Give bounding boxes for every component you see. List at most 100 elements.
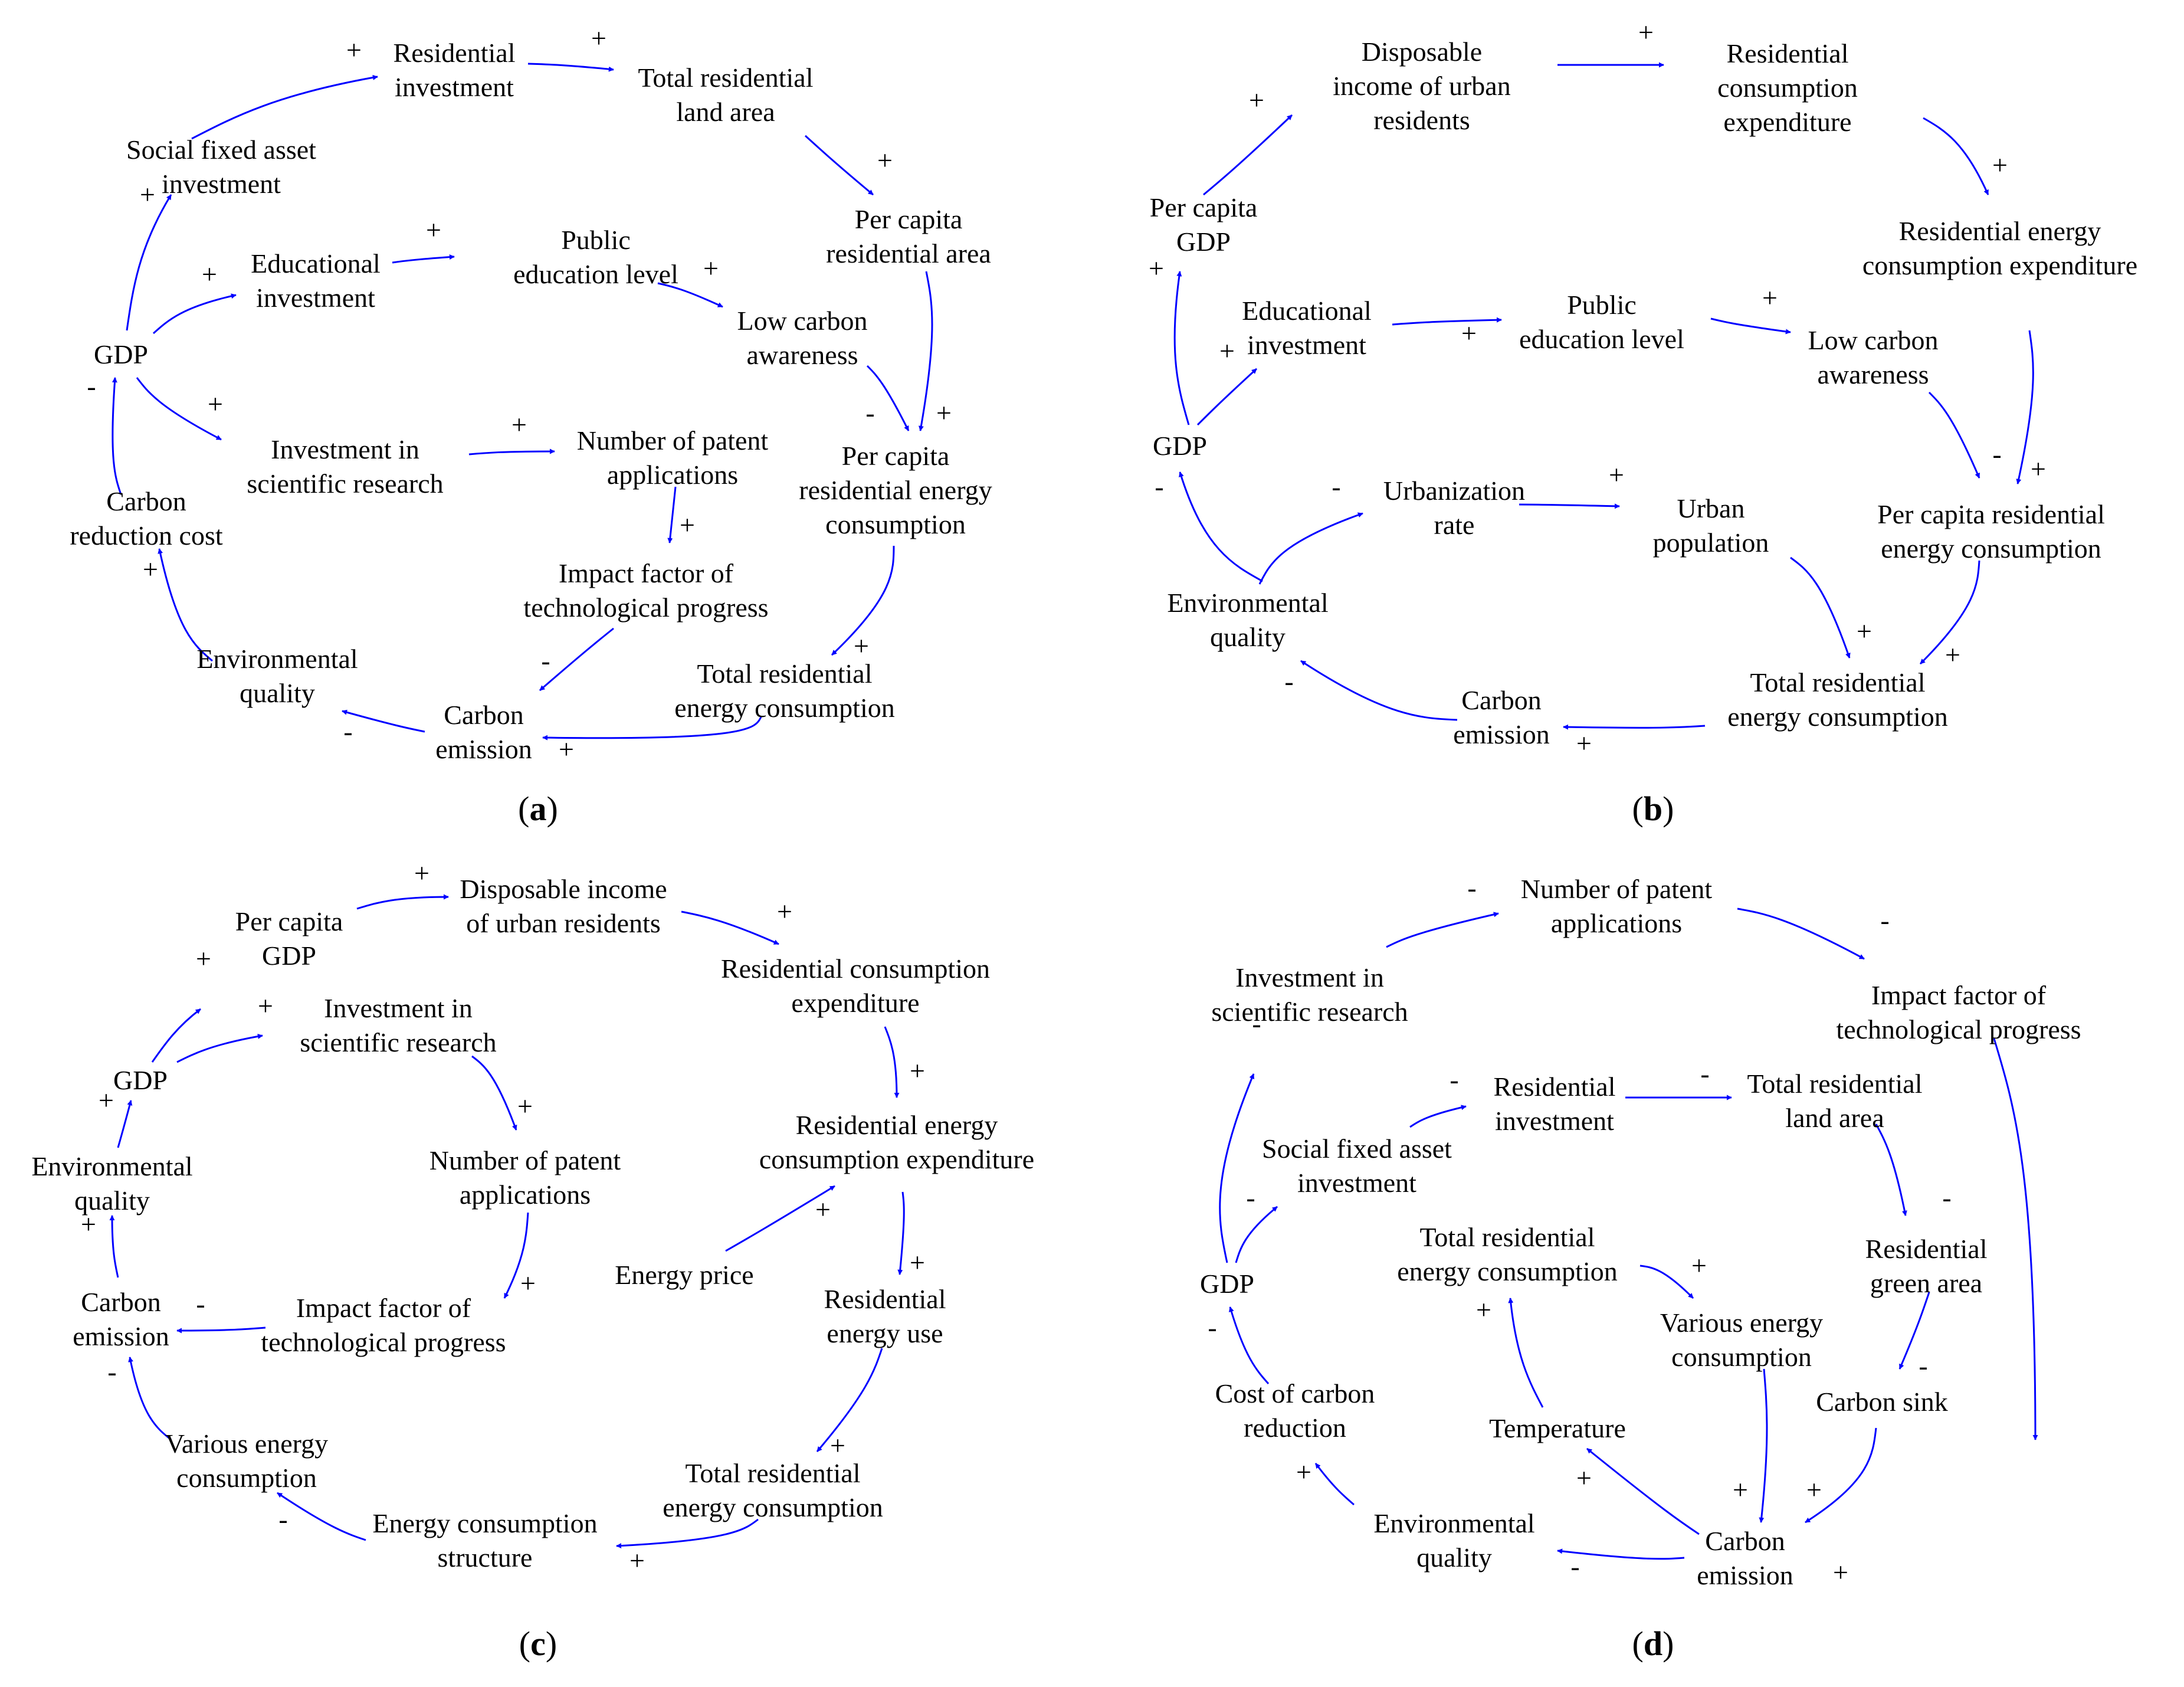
node-a-sfa-line: investment bbox=[162, 169, 281, 199]
polarity-sign-b-ur-to-up: + bbox=[1609, 460, 1624, 490]
edge-a-trec-to-ce bbox=[542, 716, 762, 741]
polarity-sign-a-resinv-to-trla: + bbox=[591, 23, 606, 53]
node-c-eq-line: quality bbox=[74, 1185, 150, 1216]
node-a-trla-line: land area bbox=[676, 97, 775, 127]
node-d-temp-line: Temperature bbox=[1489, 1413, 1626, 1443]
edge-b-rce-to-rece bbox=[1923, 117, 1989, 195]
node-b-ur-line: rate bbox=[1434, 510, 1475, 540]
node-c-ep-line: Energy price bbox=[615, 1260, 753, 1290]
node-b-lca-line: Low carbon bbox=[1808, 325, 1939, 355]
edge-a-gdp-to-isr bbox=[136, 377, 222, 441]
node-c-npa-line: applications bbox=[460, 1180, 591, 1210]
node-a-trec-line: Total residential bbox=[697, 659, 873, 689]
node-b-trec-line: energy consumption bbox=[1727, 702, 1947, 732]
polarity-sign-c-rce-to-rece: + bbox=[910, 1056, 925, 1086]
node-d-ce-line: emission bbox=[1697, 1560, 1793, 1590]
node-c-reu-line: Residential bbox=[824, 1284, 946, 1314]
polarity-sign-a-eduinv-to-pel: + bbox=[426, 215, 441, 245]
polarity-sign-a-npa-to-iftp: + bbox=[680, 510, 695, 540]
node-c-trec-line: Total residential bbox=[686, 1458, 861, 1488]
edge-c-eq-to-gdp bbox=[117, 1100, 133, 1148]
edge-c-iftp-to-ce bbox=[176, 1326, 266, 1334]
node-a-eduinv-line: investment bbox=[256, 283, 375, 313]
panel-label-open-paren: ( bbox=[1632, 790, 1644, 828]
polarity-sign-d-trla-to-rga: - bbox=[1942, 1182, 1951, 1213]
polarity-sign-a-pel-to-lca: + bbox=[703, 253, 719, 283]
node-a-npa-line: Number of patent bbox=[577, 425, 769, 456]
polarity-sign-d-gdp-to-sfa: - bbox=[1246, 1182, 1255, 1213]
node-c-diur-line: of urban residents bbox=[466, 908, 661, 938]
node-b-rece-line: consumption expenditure bbox=[1862, 250, 2137, 280]
node-b-diur-line: Disposable bbox=[1362, 37, 1482, 67]
node-b-diur-line: income of urban bbox=[1333, 71, 1510, 101]
node-b-eduinv-line: investment bbox=[1247, 330, 1366, 360]
polarity-sign-c-reu-to-trec: + bbox=[830, 1430, 845, 1460]
polarity-sign-d-ce-to-temp: + bbox=[1576, 1463, 1592, 1493]
polarity-sign-b-ce-to-eq: - bbox=[1284, 666, 1293, 696]
edge-b-up-to-trec bbox=[1790, 556, 1851, 659]
node-a-pel-line: Public bbox=[561, 225, 631, 255]
node-d-resinv-line: Residential bbox=[1494, 1072, 1616, 1102]
node-d-cs-line: Carbon sink bbox=[1816, 1387, 1948, 1417]
edge-d-isr-to-npa bbox=[1386, 912, 1499, 948]
polarity-sign-d-cs-to-ce: + bbox=[1806, 1475, 1822, 1505]
node-d-trec-line: Total residential bbox=[1420, 1222, 1595, 1252]
edge-a-npa-to-iftp bbox=[667, 486, 677, 543]
edge-b-eq-to-ur bbox=[1258, 512, 1363, 585]
polarity-sign-a-eq-to-crc: + bbox=[143, 554, 158, 584]
polarity-sign-a-ce-to-eq: - bbox=[343, 716, 352, 746]
edge-d-eq-to-ccr bbox=[1314, 1463, 1355, 1506]
node-c-vec-line: Various energy bbox=[165, 1429, 328, 1459]
polarity-sign-d-iftp-to-ce: + bbox=[1833, 1557, 1848, 1587]
edge-d-ce-to-temp bbox=[1586, 1447, 1700, 1535]
panel-label-a: (a) bbox=[518, 790, 558, 828]
polarity-sign-b-gdp-to-pcgdp: + bbox=[1149, 253, 1164, 283]
polarity-sign-b-lca-to-pcrec: - bbox=[1992, 439, 2001, 469]
node-d-trla-line: land area bbox=[1785, 1103, 1884, 1133]
polarity-sign-a-trec-to-ce: + bbox=[559, 734, 574, 764]
node-a-lca-line: awareness bbox=[746, 340, 858, 370]
edge-d-gdp-to-isr bbox=[1219, 1073, 1255, 1263]
node-c-vec-line: consumption bbox=[176, 1463, 317, 1493]
node-a-isr-line: Investment in bbox=[271, 434, 419, 464]
node-c-trec-line: energy consumption bbox=[663, 1492, 883, 1522]
edge-a-isr-to-npa bbox=[468, 448, 555, 456]
node-c-ce-line: emission bbox=[73, 1321, 169, 1351]
node-a-eq-line: Environmental bbox=[196, 644, 358, 674]
edge-a-gdp-to-sfa bbox=[126, 194, 172, 331]
node-b-trec-line: Total residential bbox=[1750, 667, 1926, 697]
node-d-ccr-line: Cost of carbon bbox=[1215, 1378, 1375, 1408]
node-d-rga-line: green area bbox=[1870, 1268, 1982, 1298]
edge-c-diur-to-rce bbox=[681, 910, 779, 945]
edge-d-cs-to-ce bbox=[1805, 1427, 1877, 1524]
edge-a-ce-to-eq bbox=[342, 709, 425, 733]
edge-b-pel-to-lca bbox=[1710, 317, 1791, 335]
node-b-eq-line: Environmental bbox=[1167, 588, 1328, 618]
edge-b-gdp-to-pcgdp bbox=[1173, 271, 1190, 425]
node-d-iftp-line: technological progress bbox=[1836, 1014, 2081, 1044]
polarity-sign-a-iftp-to-ce: - bbox=[541, 646, 550, 676]
polarity-sign-b-gdp-to-eduinv: + bbox=[1219, 336, 1235, 366]
edge-d-trla-to-rga bbox=[1875, 1123, 1907, 1216]
polarity-sign-c-rece-to-reu: + bbox=[910, 1247, 925, 1277]
panel-label-open-paren: ( bbox=[519, 1624, 530, 1663]
node-d-eq-line: quality bbox=[1416, 1542, 1492, 1573]
node-d-gdp-line: GDP bbox=[1200, 1269, 1254, 1299]
node-a-pcrec-line: residential energy bbox=[799, 475, 992, 505]
node-d-cs: Carbon sink bbox=[1816, 1387, 1948, 1417]
node-a-resinv-line: investment bbox=[395, 72, 514, 102]
polarity-sign-c-ce-to-eq: + bbox=[81, 1209, 96, 1239]
